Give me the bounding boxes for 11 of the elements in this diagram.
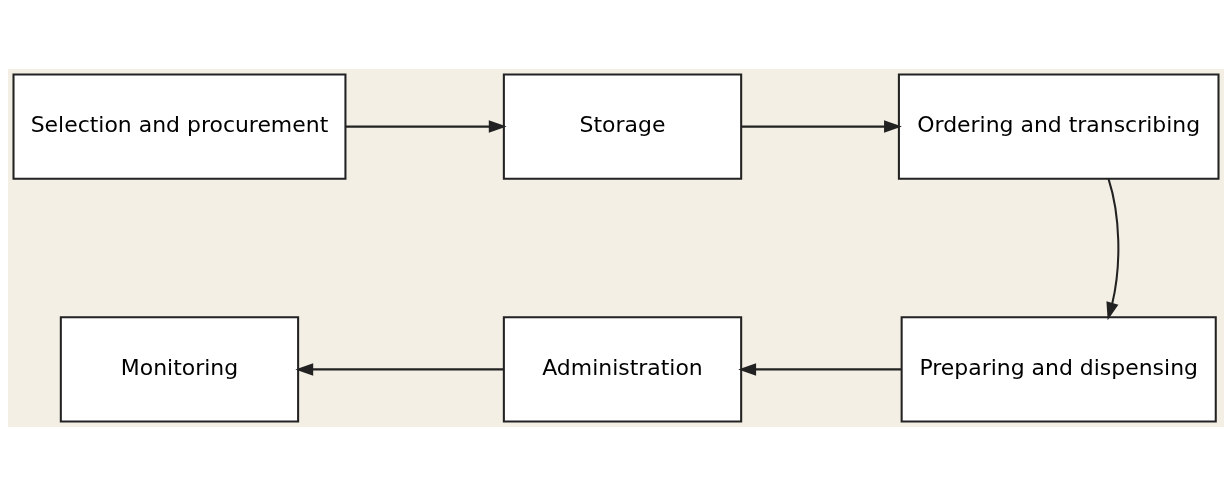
node-box: Ordering and transcribing	[897, 73, 1220, 180]
node-box: Preparing and dispensing	[900, 316, 1217, 423]
arrow	[295, 363, 504, 376]
node-box: Administration	[502, 316, 743, 423]
node-box: Storage	[502, 73, 743, 180]
node-box: Monitoring	[59, 316, 300, 423]
arrow	[345, 120, 507, 133]
arrow	[738, 363, 902, 376]
arrow	[741, 120, 902, 133]
node-box: Selection and procurement	[12, 73, 347, 180]
arrow	[1106, 178, 1120, 321]
